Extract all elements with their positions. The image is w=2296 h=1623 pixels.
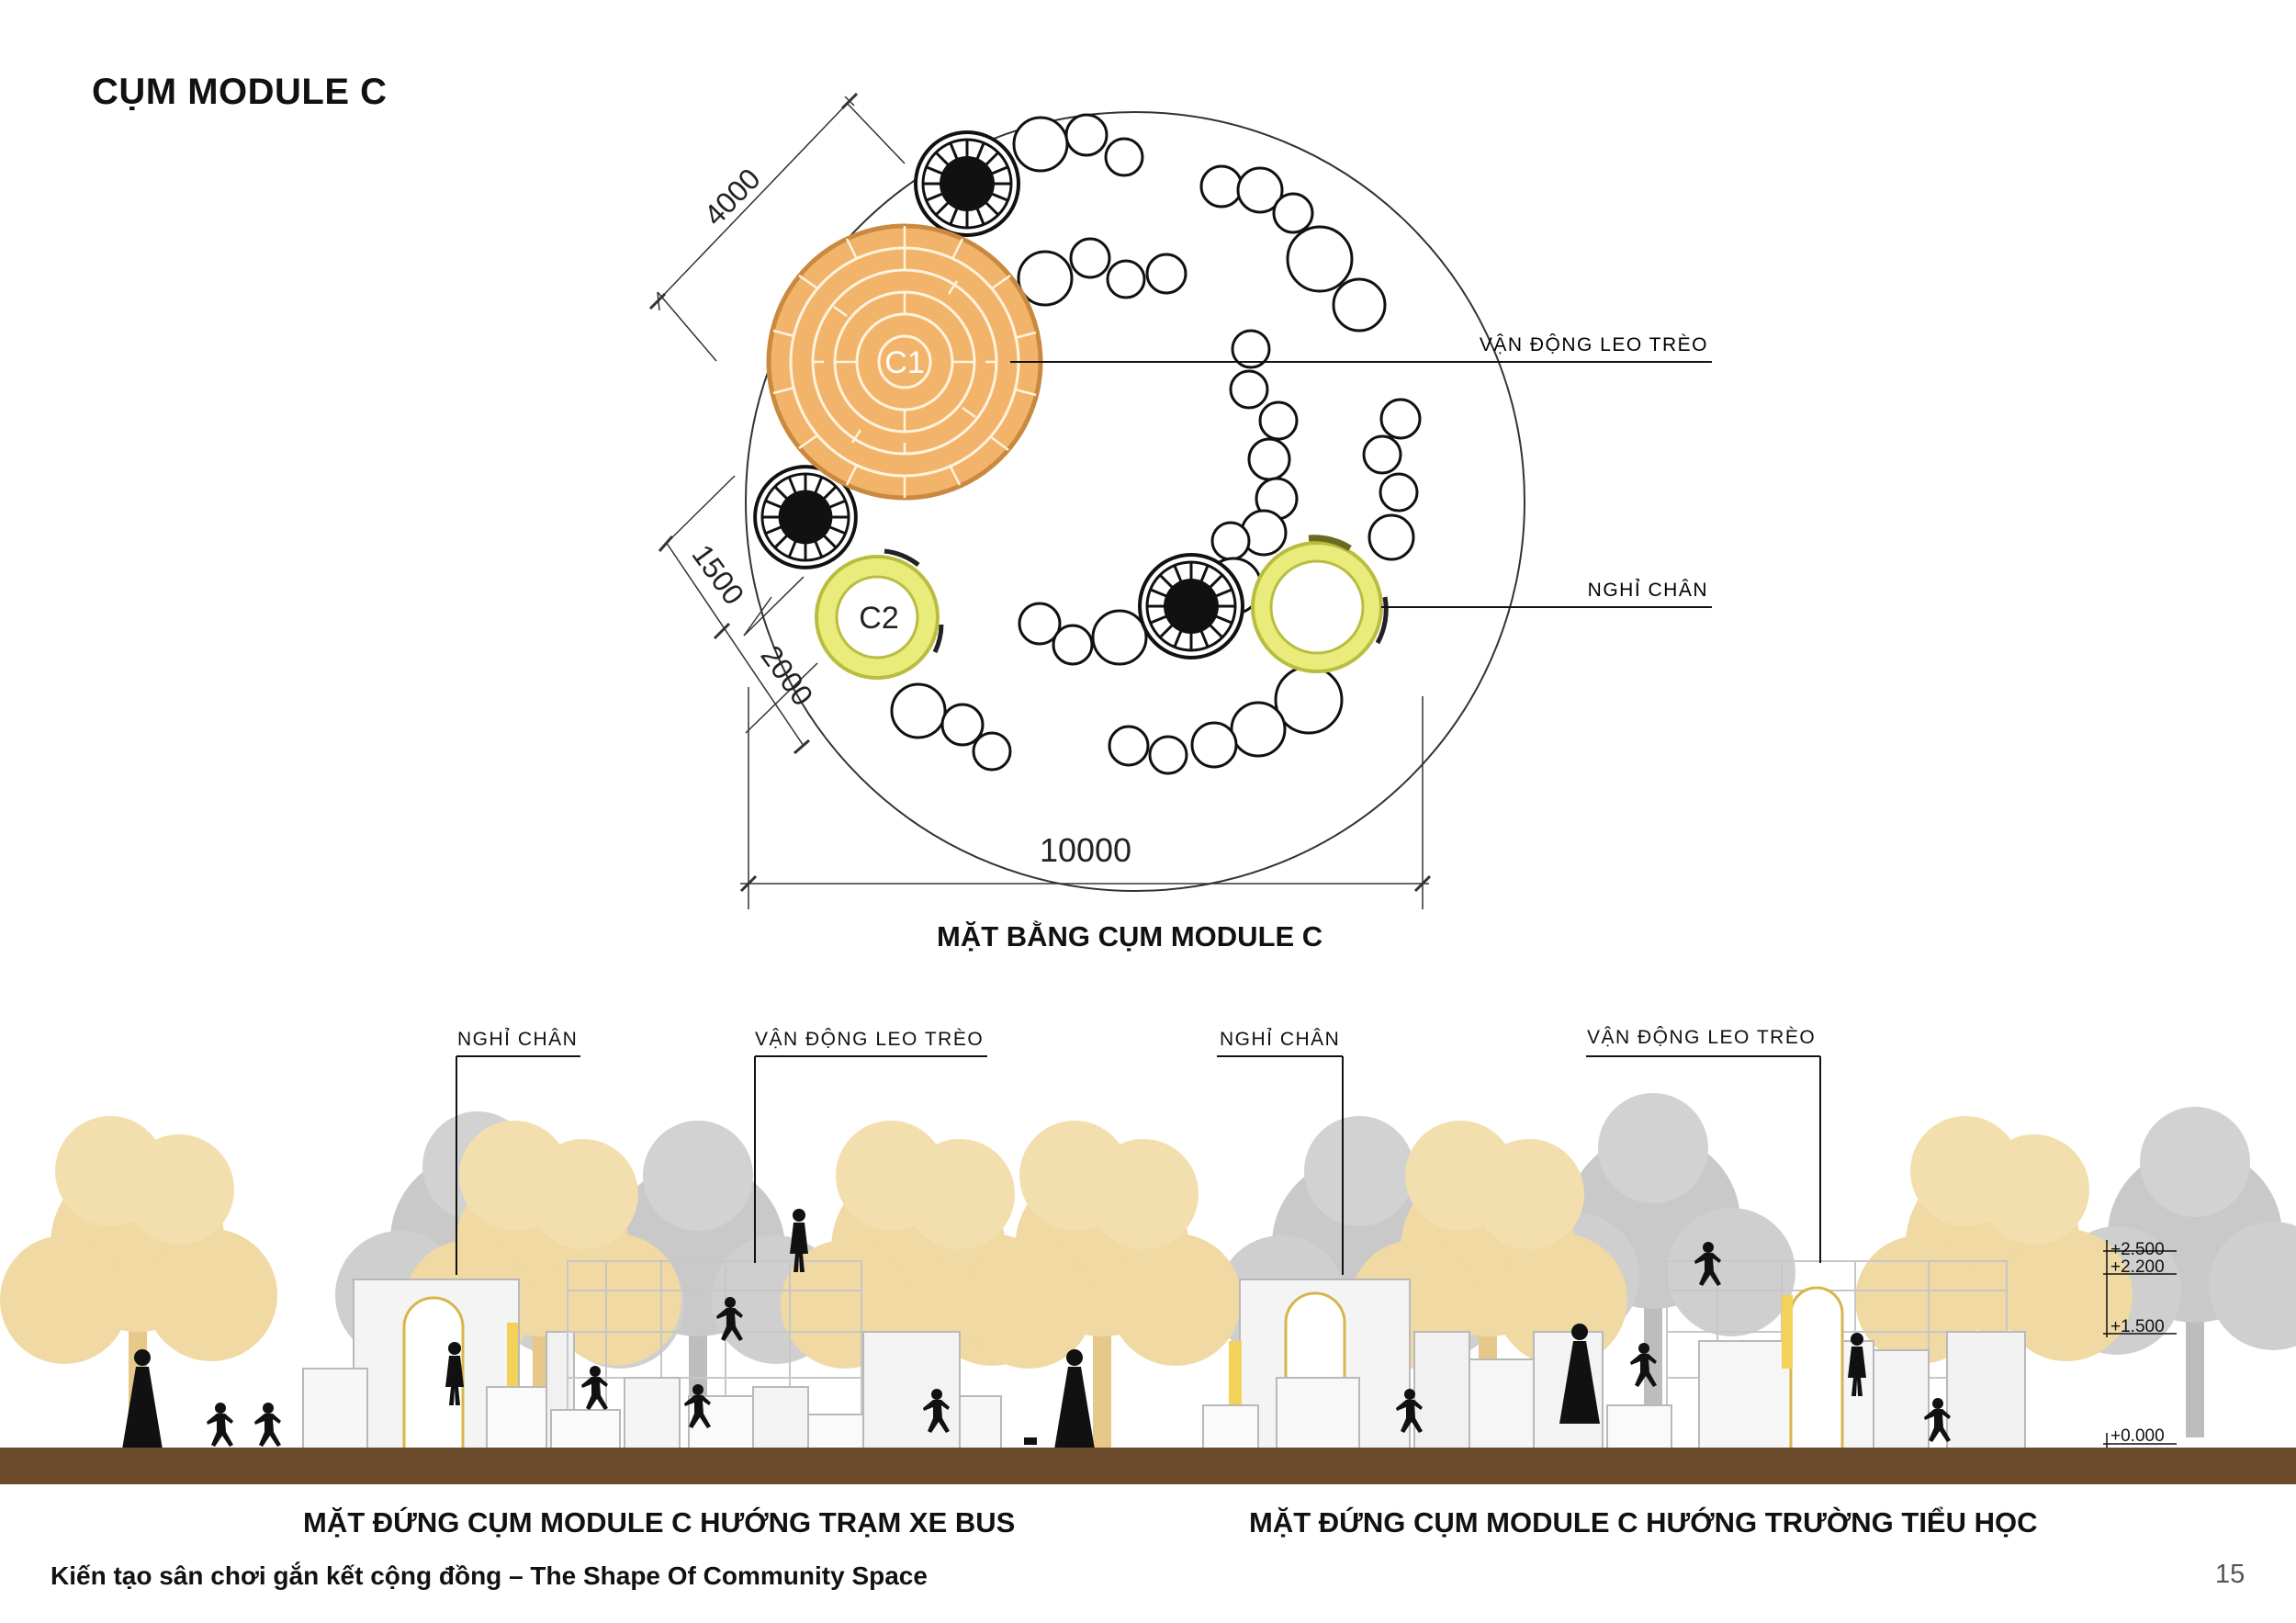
elevation-ground [0,1448,2296,1484]
elevation-callout-labels: NGHỈ CHÂN VẬN ĐỘNG LEO TRÈO NGHỈ CHÂN VẬ… [457,1027,1816,1050]
elevation-callout-4: VẬN ĐỘNG LEO TRÈO [1587,1027,1816,1048]
plan-callout-climb: VẬN ĐỘNG LEO TRÈO [1010,334,1712,363]
plan-callout-rest-label: NGHỈ CHÂN [1588,580,1708,601]
plan-dim-10000: 10000 [1040,831,1131,869]
elevation-level-labels: +2.500 +2.200 +1.500 +0.000 [2110,1240,2165,1446]
elevation-drawing: NGHỈ CHÂN VẬN ĐỘNG LEO TRÈO NGHỈ CHÂN VẬ… [0,1027,2296,1484]
page-number: 15 [2215,1560,2245,1589]
elevation-caption-school: MẶT ĐỨNG CỤM MODULE C HƯỚNG TRƯỜNG TIỂU … [1249,1506,2038,1538]
plan-dimension-lines [657,96,1429,909]
plan-module-c1: C1 [766,223,1043,501]
page-title: CỤM MODULE C [92,72,388,112]
plan-c1-label: C1 [884,345,924,380]
plan-callout-rest: NGHỈ CHÂN [1381,580,1712,608]
footer-text: Kiến tạo sân chơi gắn kết cộng đồng – Th… [51,1561,928,1590]
elevation-callout-1: NGHỈ CHÂN [457,1029,578,1050]
plan-wheel-1 [914,130,1020,237]
plan-dimension-ticks [648,92,1432,893]
elevation-callout-2: VẬN ĐỘNG LEO TRÈO [755,1029,984,1050]
elevation-callout-lines [456,1055,1821,1275]
plan-wheel-3 [1138,553,1244,659]
plan-module-rest-ring [1251,535,1389,673]
plan-dim-4000: 4000 [697,162,766,231]
plan-c2-label: C2 [859,601,898,636]
level-2200: +2.200 [2110,1257,2165,1277]
plan-boundary [745,111,1525,892]
elevation-caption-bus: MẶT ĐỨNG CỤM MODULE C HƯỚNG TRẠM XE BUS [303,1506,1016,1538]
elevation-level-markers [2103,1240,2177,1448]
elevation-modules-school [1202,1260,2026,1450]
plan-caption: MẶT BẰNG CỤM MODULE C [937,920,1323,952]
level-2500: +2.500 [2110,1240,2165,1259]
plan-module-c2: C2 [815,548,944,680]
level-0000: +0.000 [2110,1426,2165,1446]
elevation-callout-3: NGHỈ CHÂN [1220,1029,1340,1050]
level-1500: +1.500 [2110,1317,2165,1336]
elevation-modules-bus [302,1260,1002,1450]
plan-callout-climb-label: VẬN ĐỘNG LEO TRÈO [1480,334,1708,355]
elevation-people [122,1209,1951,1449]
plan-dim-2000: 2000 [754,639,819,712]
plan-dim-1500: 1500 [685,538,750,611]
